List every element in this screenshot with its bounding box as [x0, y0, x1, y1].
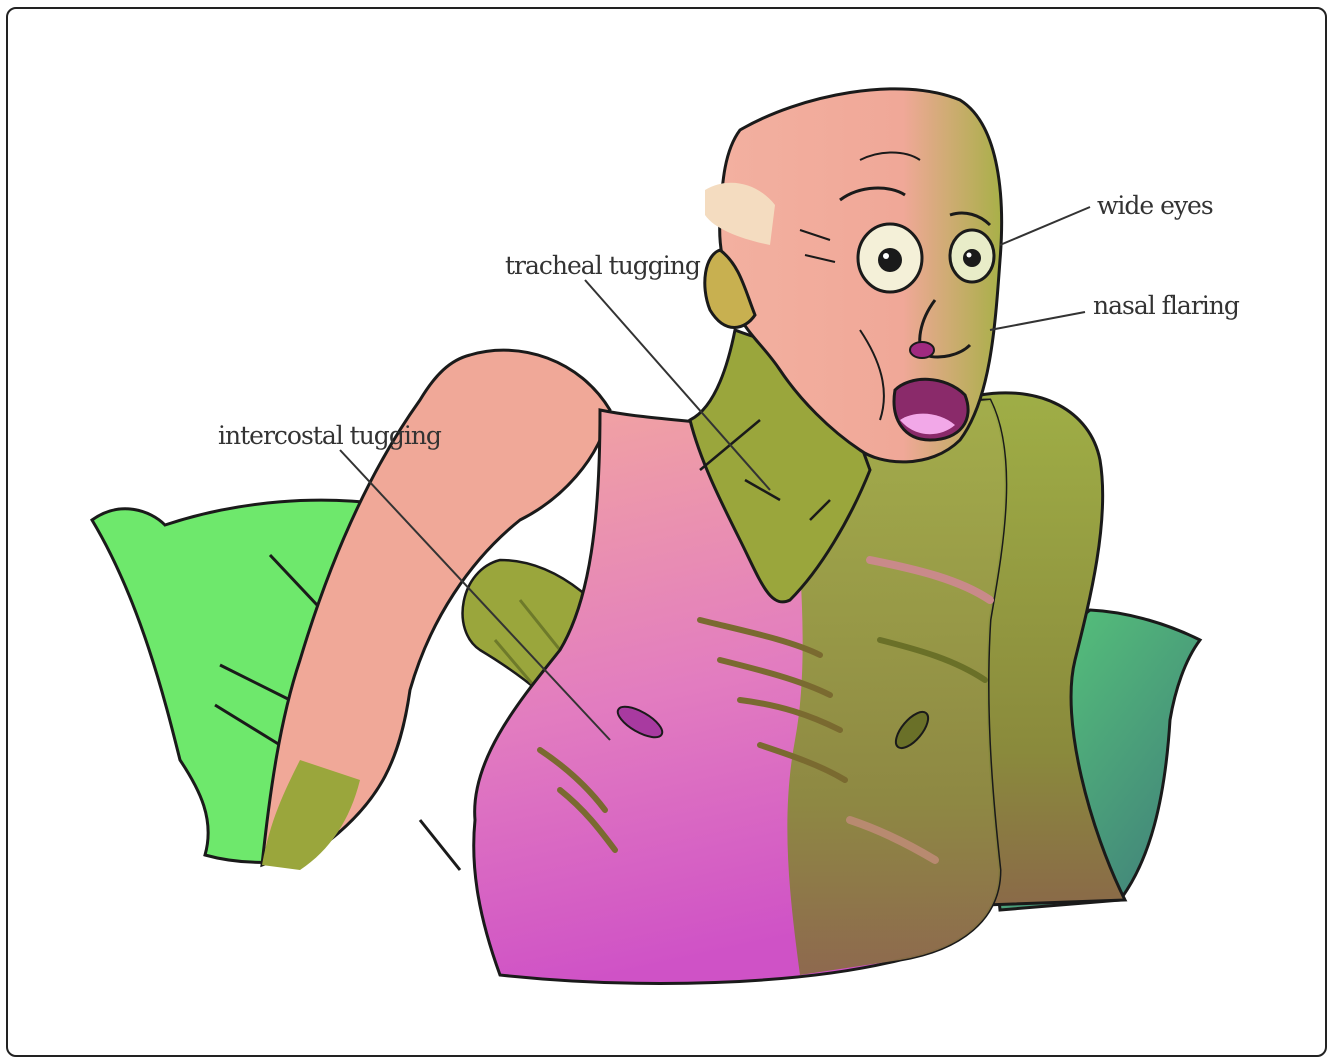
label-intercostal-tugging: intercostal tugging [218, 421, 442, 450]
label-wide-eyes: wide eyes [1097, 191, 1213, 220]
left-eye [858, 224, 922, 292]
label-nasal-flaring: nasal flaring [1093, 291, 1240, 320]
leader-wide-eyes [1000, 207, 1090, 245]
right-eye [950, 230, 994, 282]
label-tracheal-tugging: tracheal tugging [505, 251, 701, 280]
leader-nasal-flaring [990, 312, 1085, 330]
